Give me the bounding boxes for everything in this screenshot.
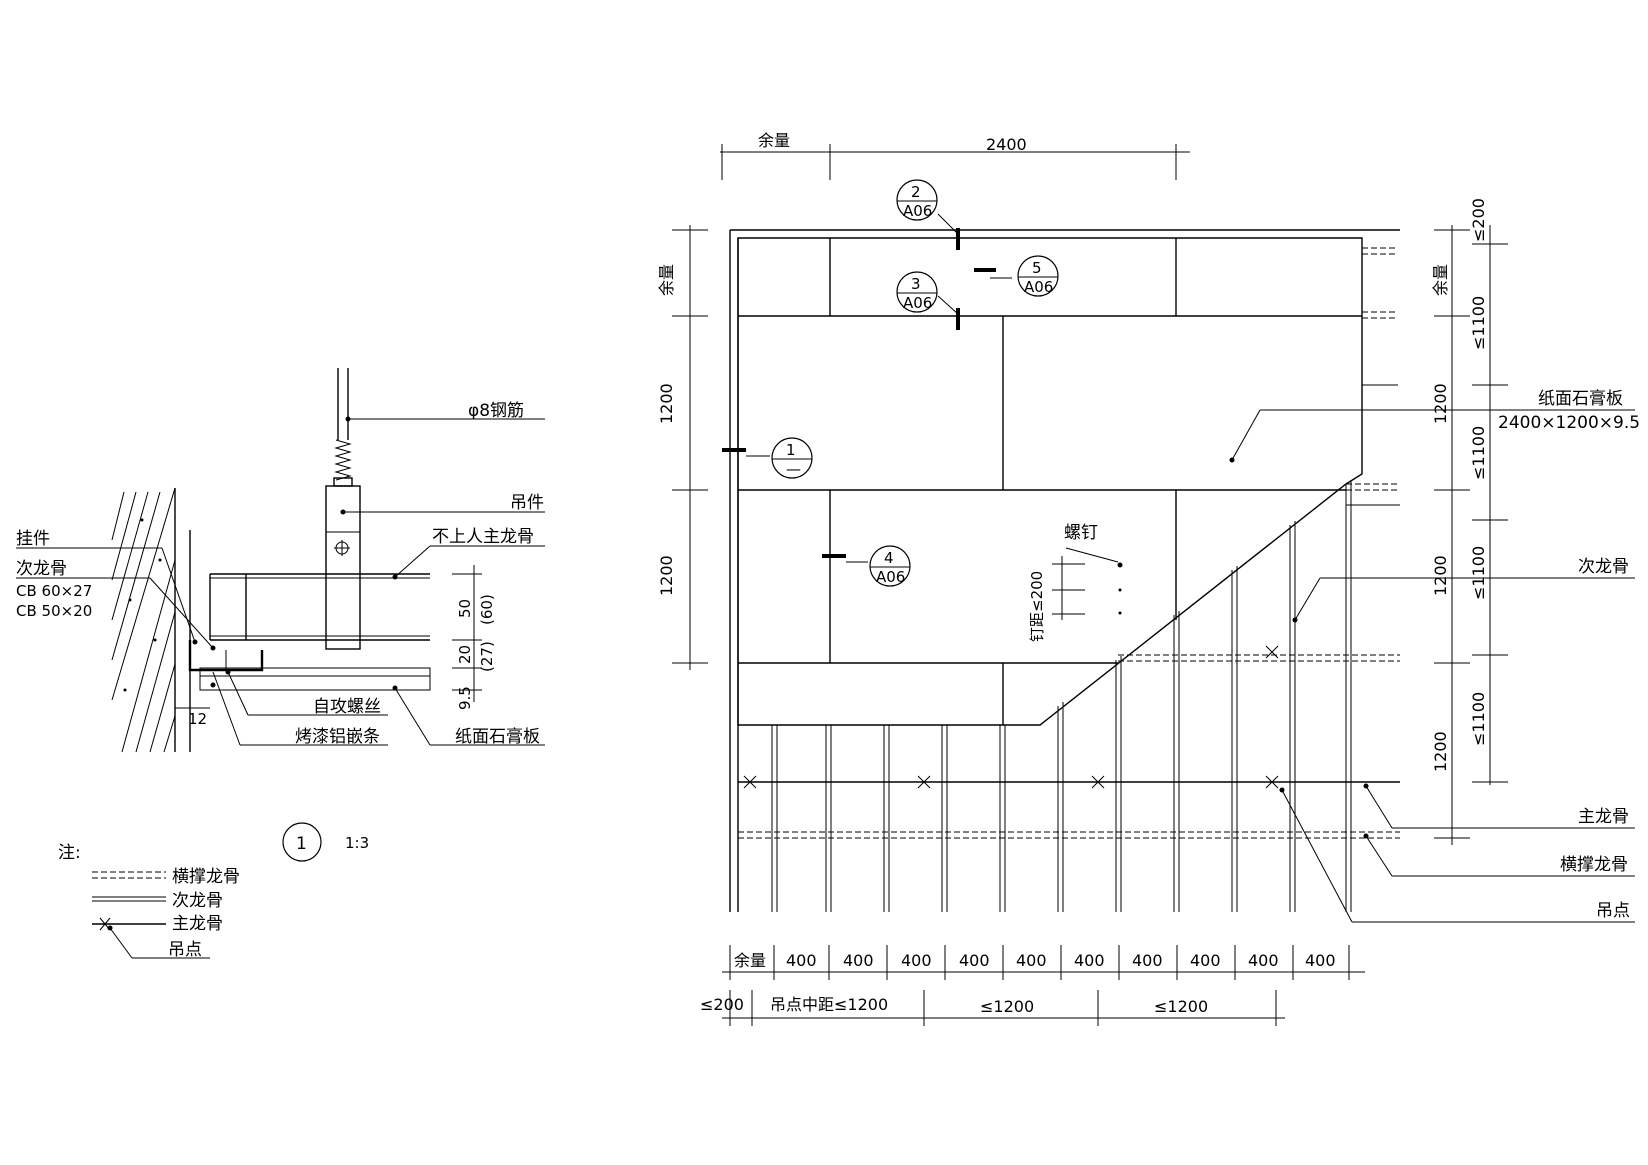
ceiling-plan: 2 A06 3 A06 5 A06 1 — 4 A06 <box>657 131 1640 1026</box>
hanger-label: 吊件 <box>510 493 544 513</box>
right-dim-le1100-b: ≤1100 <box>1469 426 1488 480</box>
left-dimensions: 余量 1200 1200 <box>657 225 708 670</box>
legend-secondary-keel: 次龙骨 <box>172 891 223 911</box>
svg-text:A06: A06 <box>1024 278 1053 296</box>
screw-label: 螺钉 <box>1064 523 1098 543</box>
plan-board-label: 纸面石膏板 <box>1538 388 1623 409</box>
cb2-label: CB 50×20 <box>16 602 92 620</box>
svg-text:A06: A06 <box>903 294 932 312</box>
svg-text:3: 3 <box>911 275 921 293</box>
section-dimensions <box>175 565 482 709</box>
bottom-dimensions: 余量 400 400 400 400 400 400 400 400 400 4… <box>700 945 1365 1026</box>
top-dim-2400: 2400 <box>986 135 1027 154</box>
wall-hatch <box>111 487 191 753</box>
right-dim-le1100-d: ≤1100 <box>1469 692 1488 746</box>
secondary-keel-label: 次龙骨 <box>16 559 67 579</box>
detail-ref-bubble <box>282 822 322 862</box>
detail-ref-number: 1 <box>296 834 307 854</box>
svg-text:2: 2 <box>911 183 921 201</box>
dim-27: (27) <box>478 641 496 672</box>
right-dim-1200-c: 1200 <box>1431 731 1450 772</box>
legend-cross-keel: 横撑龙骨 <box>172 867 240 887</box>
secondary-keel-section <box>188 640 431 691</box>
plan-main-label: 主龙骨 <box>1578 807 1629 827</box>
bottom-dim-400-2: 400 <box>843 951 874 970</box>
cb1-label: CB 60×27 <box>16 582 92 600</box>
pendant-label: 挂件 <box>16 529 50 549</box>
plan-board-size: 2400×1200×9.5 <box>1498 413 1640 433</box>
top-dimensions: 余量 2400 <box>720 131 1190 180</box>
section-detail: φ8钢筋 吊件 不上人主龙骨 挂件 次龙骨 CB 60×27 CB 50×20 … <box>16 368 545 862</box>
screw-label: 自攻螺丝 <box>313 697 381 717</box>
right-dim-margin: 余量 <box>1431 264 1450 296</box>
legend-title: 注: <box>58 843 81 863</box>
gypsum-boards <box>737 237 1398 726</box>
bottom-dim-400-5: 400 <box>1016 951 1047 970</box>
svg-text:A06: A06 <box>876 568 905 586</box>
left-dim-1200-b: 1200 <box>657 555 676 596</box>
keel-lines <box>738 247 1400 839</box>
main-keel-section <box>209 573 430 641</box>
right-dim-le1100-c: ≤1100 <box>1469 546 1488 600</box>
section-marks <box>722 213 1012 563</box>
bottom2-dim-le1200-b: ≤1200 <box>1154 997 1208 1016</box>
bottom-dim-400-7: 400 <box>1132 951 1163 970</box>
bottom-dim-400-10: 400 <box>1305 951 1336 970</box>
dim-9-5: 9.5 <box>456 686 474 710</box>
bottom2-dim-le200: ≤200 <box>700 995 744 1014</box>
dim-20: 20 <box>456 645 474 664</box>
bottom-dim-400-6: 400 <box>1074 951 1105 970</box>
plan-hang-point-label: 吊点 <box>1596 901 1630 921</box>
callout-4: 4 A06 <box>869 545 911 587</box>
hang-point-marks <box>743 645 1279 789</box>
secondary-keels-exposed <box>771 480 1352 912</box>
svg-text:—: — <box>786 460 801 478</box>
legend-hang-point: 吊点 <box>168 940 202 960</box>
top-dim-margin: 余量 <box>758 131 790 150</box>
rebar-label: φ8钢筋 <box>468 401 524 421</box>
callout-1: 1 — <box>771 437 813 479</box>
dim-50: 50 <box>456 599 474 618</box>
dim-60: (60) <box>478 594 496 625</box>
svg-text:5: 5 <box>1032 259 1042 277</box>
screw-spacing-detail: 螺钉 钉距≤200 <box>1028 523 1123 642</box>
svg-text:A06: A06 <box>903 202 932 220</box>
bottom-dim-400-3: 400 <box>901 951 932 970</box>
callout-2: 2 A06 <box>896 179 938 221</box>
bottom-dim-400-8: 400 <box>1190 951 1221 970</box>
legend: 注: 横撑龙骨 次龙骨 主龙骨 吊点 <box>58 843 240 960</box>
svg-text:4: 4 <box>884 549 894 567</box>
bottom-dim-margin: 余量 <box>734 951 766 970</box>
section-leaders <box>16 416 545 746</box>
right-dim-le200: ≤200 <box>1469 198 1488 242</box>
plan-secondary-label: 次龙骨 <box>1578 557 1629 577</box>
screw-spacing-label: 钉距≤200 <box>1028 571 1046 642</box>
callout-3: 3 A06 <box>896 271 938 313</box>
hanger-piece <box>325 485 361 650</box>
dim-12: 12 <box>188 710 207 728</box>
right-dimensions: ≤200 余量 ≤1100 1200 ≤1100 1200 ≤1100 ≤110… <box>1431 198 1508 845</box>
bottom2-dim-le1200-a: ≤1200 <box>980 997 1034 1016</box>
board-label: 纸面石膏板 <box>455 726 540 747</box>
right-dim-1200-b: 1200 <box>1431 555 1450 596</box>
bottom-dim-400-1: 400 <box>786 951 817 970</box>
bottom-dim-400-9: 400 <box>1248 951 1279 970</box>
detail-scale: 1:3 <box>345 834 369 852</box>
right-dim-1200-a: 1200 <box>1431 383 1450 424</box>
main-keel-label: 不上人主龙骨 <box>432 527 534 547</box>
callout-5: 5 A06 <box>1017 255 1059 297</box>
bottom2-dim-hang-spacing: 吊点中距≤1200 <box>770 995 888 1014</box>
svg-text:1: 1 <box>786 441 796 459</box>
legend-main-keel: 主龙骨 <box>172 914 223 934</box>
bottom-dim-400-4: 400 <box>959 951 990 970</box>
right-dim-le1100-a: ≤1100 <box>1469 296 1488 350</box>
rebar-rod <box>333 368 353 487</box>
left-dim-margin: 余量 <box>657 264 676 296</box>
strip-label: 烤漆铝嵌条 <box>295 727 380 747</box>
plan-cross-label: 横撑龙骨 <box>1560 855 1628 875</box>
left-dim-1200-a: 1200 <box>657 383 676 424</box>
plan-leaders <box>1229 409 1635 923</box>
